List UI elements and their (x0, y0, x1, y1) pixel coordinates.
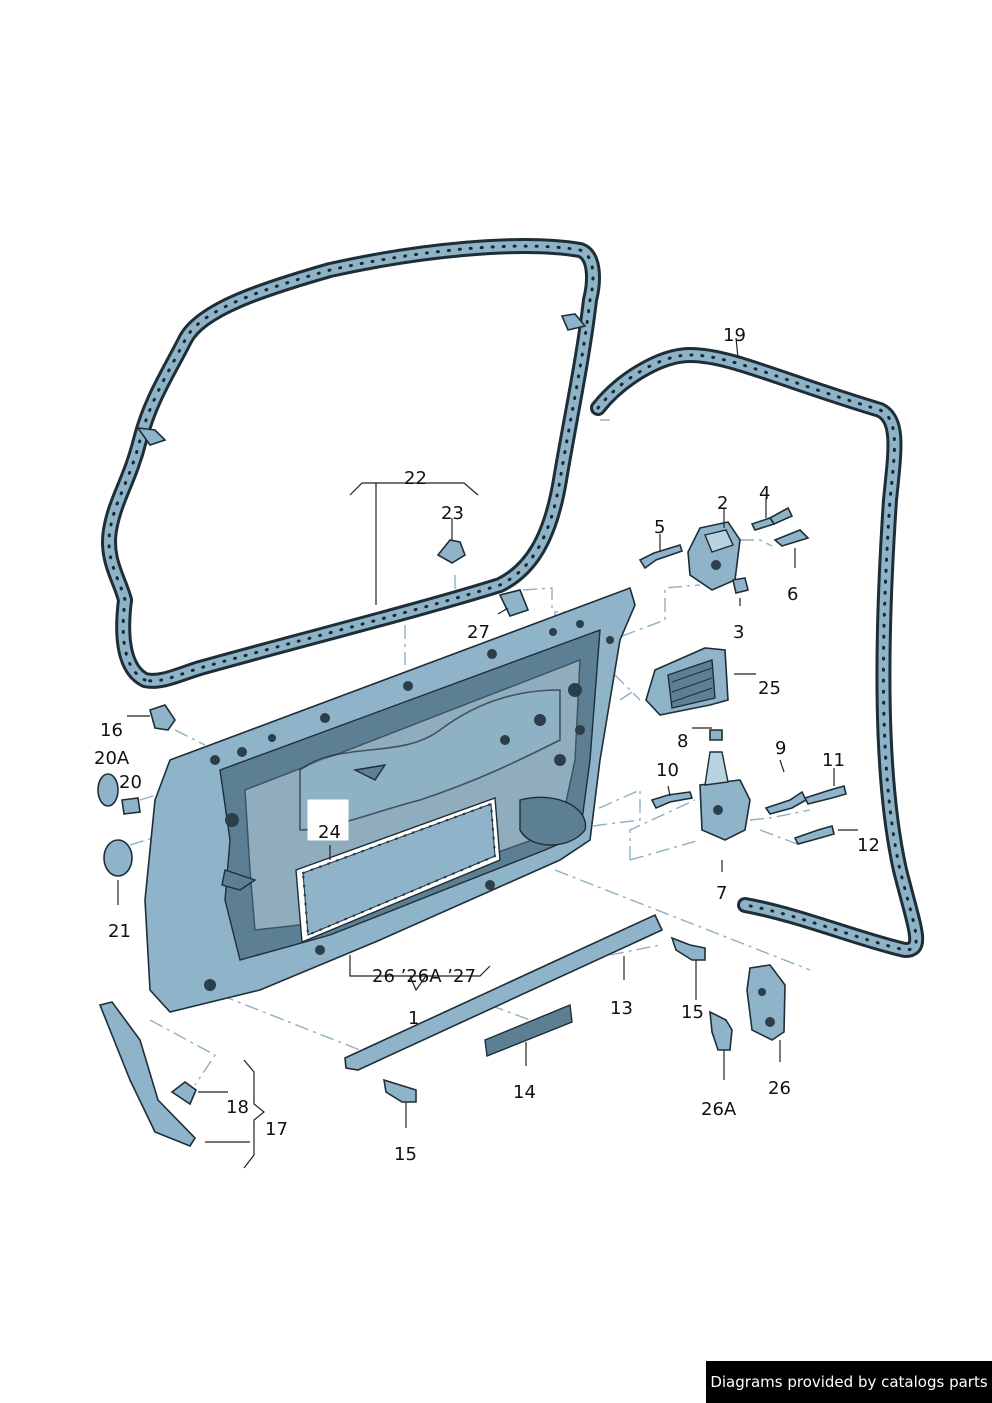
leader-lines (117, 337, 858, 1169)
window-seal (101, 238, 601, 689)
label-14: 14 (513, 1082, 536, 1103)
label-7: 7 (716, 883, 727, 904)
label-18: 18 (226, 1097, 249, 1118)
bolts (382, 936, 706, 1103)
footer-credit: Diagrams provided by catalogs parts (706, 1361, 992, 1403)
label-21: 21 (108, 921, 131, 942)
label-26: 26 (768, 1078, 791, 1099)
door-body-seal (590, 347, 925, 958)
label-20: 20 (119, 772, 142, 793)
small-parts (97, 539, 530, 1147)
label-20a: 20A (94, 748, 130, 769)
label-15-bolt-right: 15 (681, 1002, 704, 1023)
label-11: 11 (822, 750, 845, 771)
label-25: 25 (758, 678, 781, 699)
label-6: 6 (787, 584, 798, 605)
label-12: 12 (857, 835, 880, 856)
label-1: 1 (408, 1008, 419, 1029)
deadening-pad (295, 797, 501, 944)
upper-hinge-group (638, 506, 810, 594)
label-17: 17 (265, 1119, 288, 1140)
label-26-26a-27-group: 26 ’26A ’27 (372, 966, 476, 987)
label-16: 16 (100, 720, 123, 741)
label-10: 10 (656, 760, 679, 781)
label-22: 22 (404, 468, 427, 489)
label-15-bolt-left: 15 (394, 1144, 417, 1165)
label-5: 5 (654, 517, 665, 538)
sill-strips (344, 913, 664, 1071)
label-27: 27 (467, 622, 490, 643)
label-24: 24 (318, 822, 341, 843)
label-8: 8 (677, 731, 688, 752)
label-3: 3 (733, 622, 744, 643)
label-4: 4 (759, 483, 770, 504)
label-13: 13 (610, 998, 633, 1019)
label-9: 9 (775, 738, 786, 759)
label-23: 23 (441, 503, 464, 524)
label-26a: 26A (701, 1099, 737, 1120)
callout-labels: 1 2 3 4 5 6 7 8 9 10 11 12 13 14 15 15 1… (94, 325, 880, 1165)
label-19: 19 (723, 325, 746, 346)
door-shell (144, 586, 636, 1013)
label-2: 2 (717, 493, 728, 514)
lower-hinge-group (650, 729, 847, 845)
door-check (645, 647, 729, 716)
lock-plate (709, 964, 786, 1051)
shell-holes (204, 620, 614, 991)
